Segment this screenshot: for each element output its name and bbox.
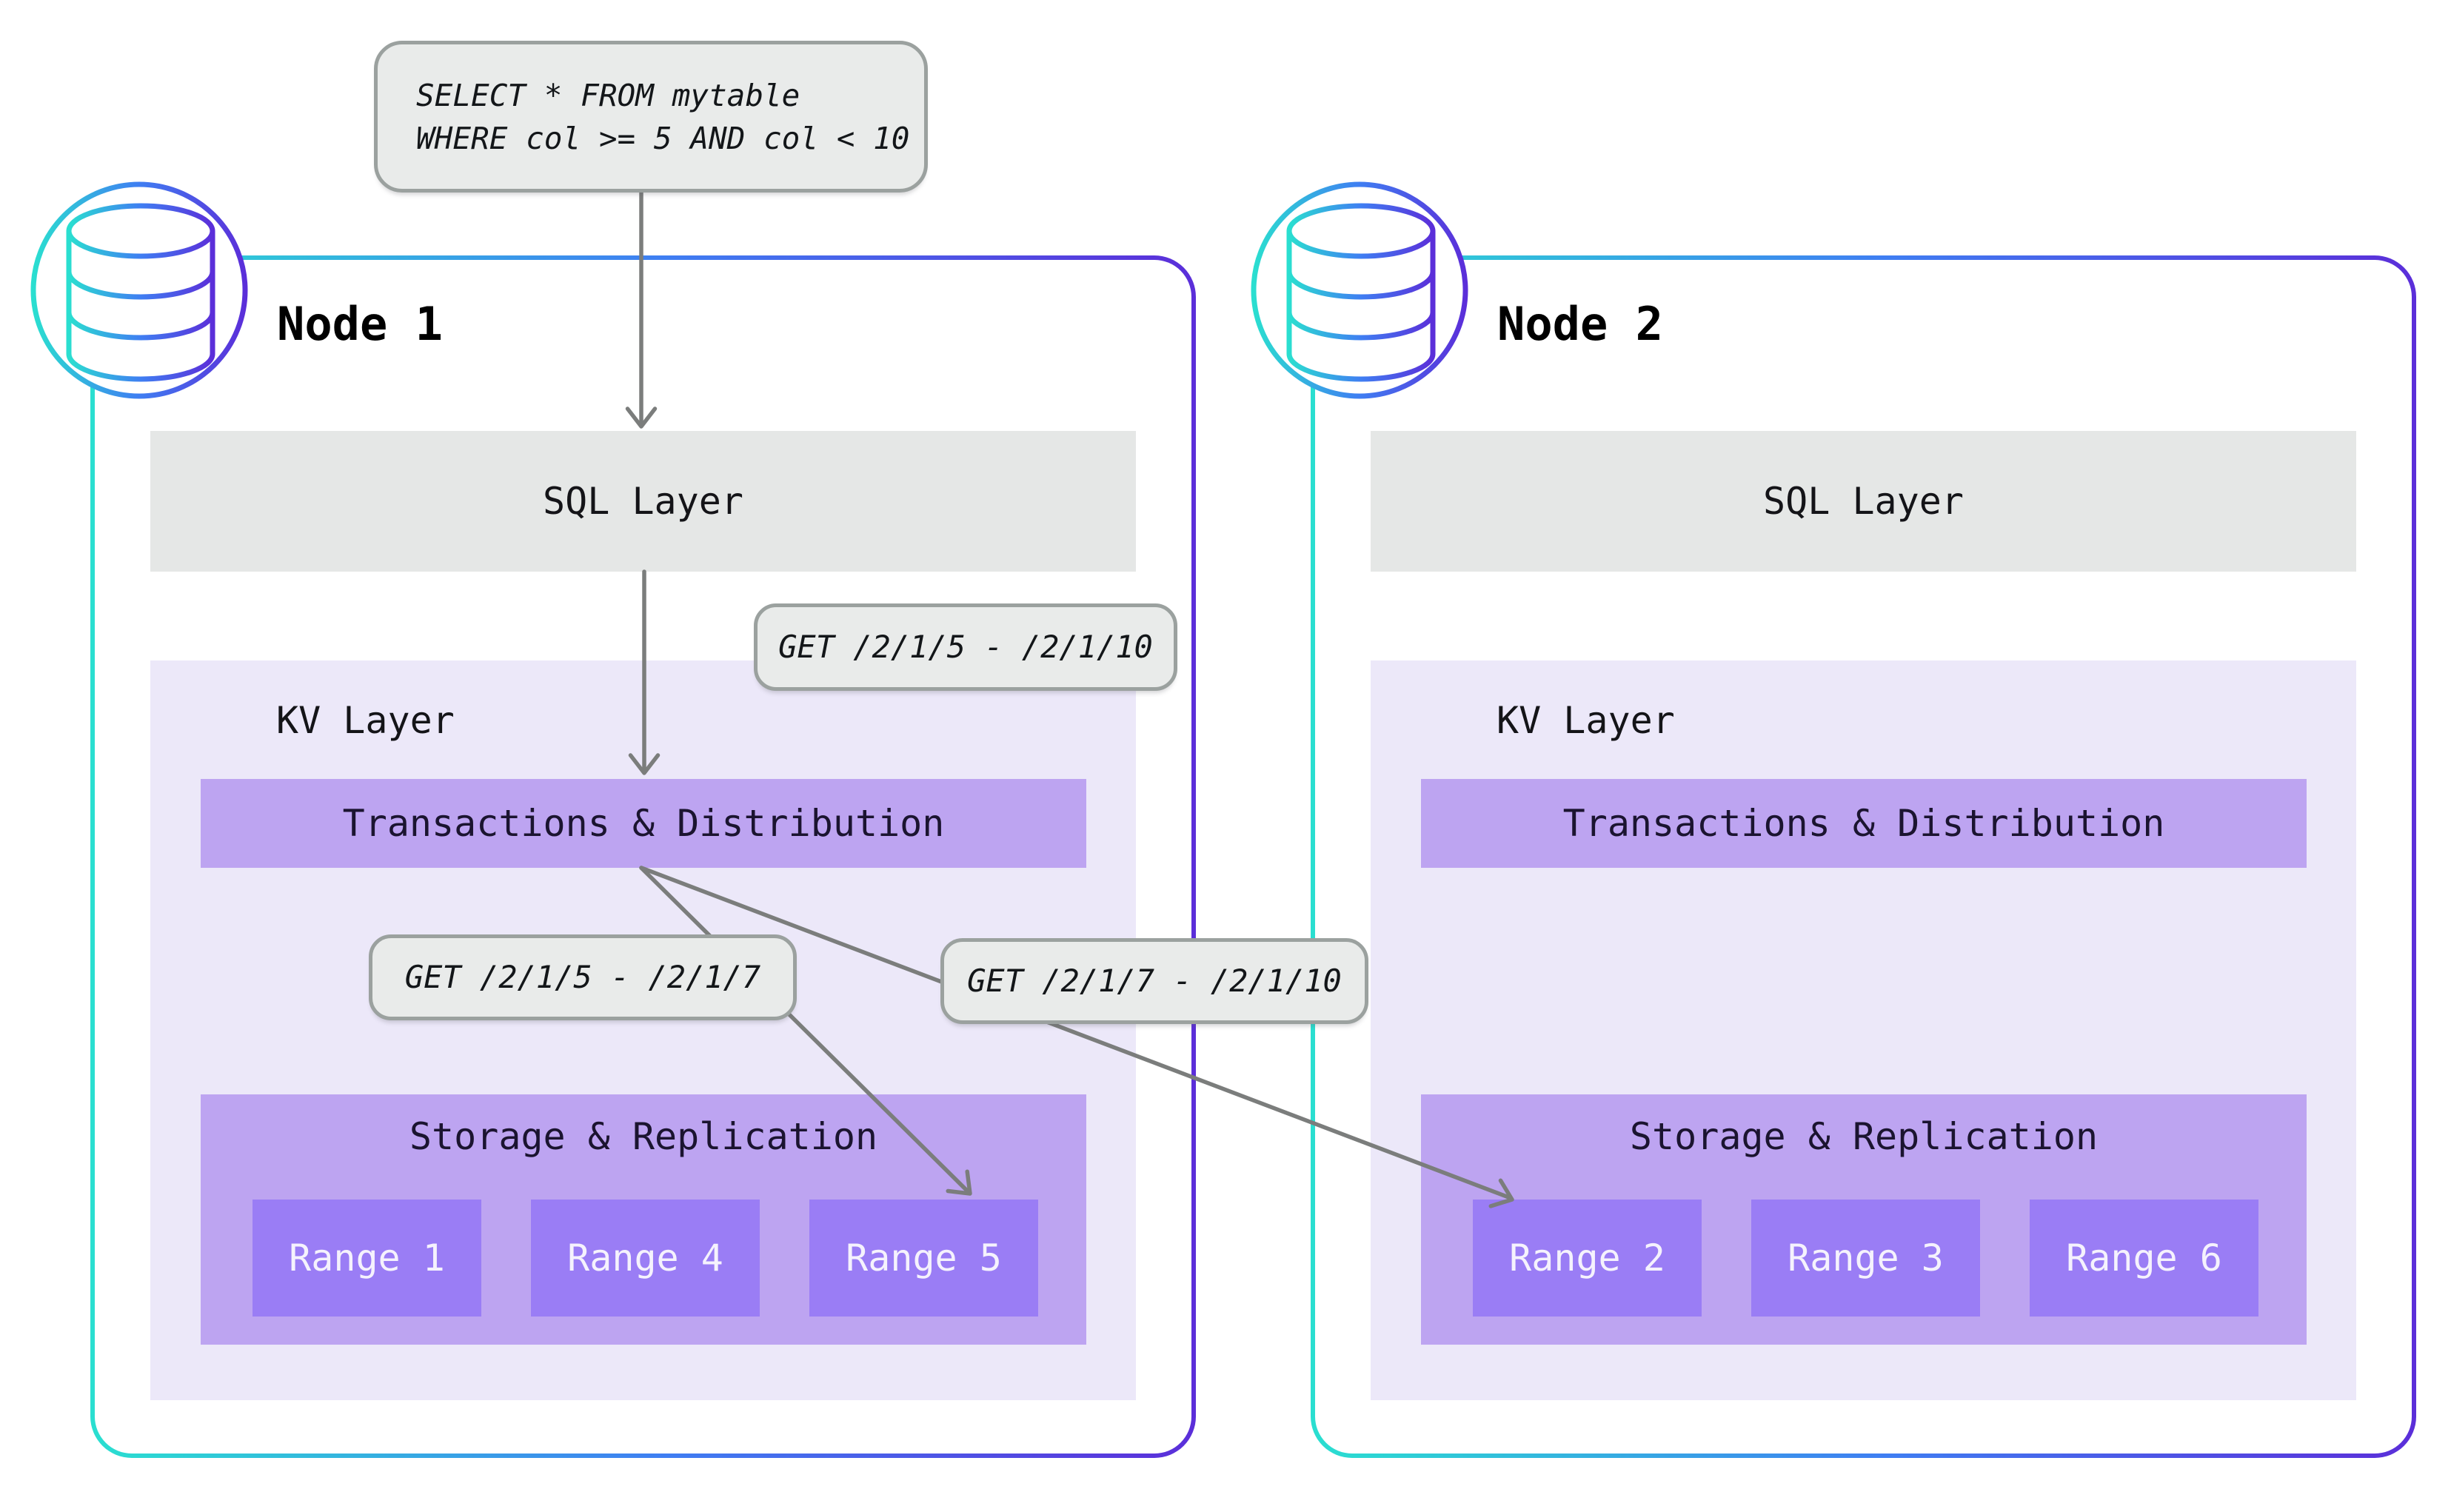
node-2-storage-label: Storage & Replication <box>1629 1115 2099 1158</box>
node-2-storage-replication: Storage & Replication Range 2 Range 3 Ra… <box>1421 1094 2307 1345</box>
sql-query-line-1: SELECT * FROM mytable <box>416 77 800 113</box>
node-1-storage-replication: Storage & Replication Range 1 Range 4 Ra… <box>201 1094 1086 1345</box>
sql-query-line-2: WHERE col >= 5 AND col < 10 <box>416 120 910 156</box>
node-2-range-6: Range 6 <box>2030 1200 2258 1317</box>
node-2-kv-layer-label: KV Layer <box>1497 699 1675 742</box>
node-2-sql-layer-label: SQL Layer <box>1763 480 1964 523</box>
node-1-kv-layer-label: KV Layer <box>276 699 455 742</box>
get-callout-label: GET /2/1/5 - /2/1/7 <box>404 959 761 995</box>
node-2-transactions-distribution: Transactions & Distribution <box>1421 779 2307 868</box>
node-1-storage-label: Storage & Replication <box>409 1115 878 1158</box>
node-2-range-3: Range 3 <box>1751 1200 1980 1317</box>
range-label: Range 5 <box>846 1237 1002 1279</box>
node-1-range-4: Range 4 <box>531 1200 760 1317</box>
node-1-container: Node 1 SQL Layer KV Layer Transactions &… <box>90 255 1196 1458</box>
range-label: Range 4 <box>567 1237 723 1279</box>
range-label: Range 1 <box>289 1237 445 1279</box>
range-label: Range 2 <box>1509 1237 1665 1279</box>
node-2-title: Node 2 <box>1497 297 1663 351</box>
get-range-callout-left-split: GET /2/1/5 - /2/1/7 <box>369 934 797 1020</box>
node-1-transactions-distribution: Transactions & Distribution <box>201 779 1086 868</box>
node-1-sql-layer: SQL Layer <box>150 431 1136 572</box>
node-2-database-icon <box>1251 181 1468 399</box>
range-label: Range 6 <box>2066 1237 2222 1279</box>
node-1-transactions-label: Transactions & Distribution <box>342 802 945 845</box>
node-1-kv-layer: KV Layer Transactions & Distribution Sto… <box>150 660 1136 1400</box>
get-range-callout-right-split: GET /2/1/7 - /2/1/10 <box>940 938 1368 1024</box>
node-2-transactions-label: Transactions & Distribution <box>1562 802 2165 845</box>
range-label: Range 3 <box>1788 1237 1944 1279</box>
node-1-database-icon <box>30 181 248 399</box>
node-1-title: Node 1 <box>277 297 443 351</box>
node-2-container: Node 2 SQL Layer KV Layer Transactions &… <box>1311 255 2416 1458</box>
sql-query-callout: SELECT * FROM mytable WHERE col >= 5 AND… <box>374 41 928 193</box>
node-2-sql-layer: SQL Layer <box>1371 431 2356 572</box>
get-range-callout-full: GET /2/1/5 - /2/1/10 <box>754 603 1177 691</box>
node-2-range-row: Range 2 Range 3 Range 6 <box>1473 1200 2258 1317</box>
node-2-range-2: Range 2 <box>1473 1200 1702 1317</box>
node-1-sql-layer-label: SQL Layer <box>543 480 743 523</box>
node-1-range-1: Range 1 <box>253 1200 481 1317</box>
get-callout-label: GET /2/1/7 - /2/1/10 <box>967 963 1342 999</box>
node-2-kv-layer: KV Layer Transactions & Distribution Sto… <box>1371 660 2356 1400</box>
node-1-range-row: Range 1 Range 4 Range 5 <box>253 1200 1038 1317</box>
get-callout-label: GET /2/1/5 - /2/1/10 <box>778 629 1153 665</box>
node-1-range-5: Range 5 <box>809 1200 1038 1317</box>
